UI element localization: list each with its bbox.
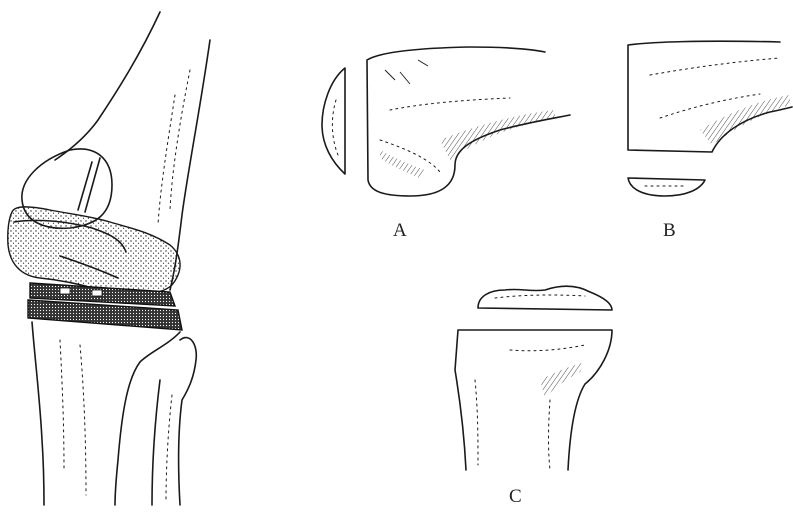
panel-c-illustration	[455, 286, 612, 470]
plateau-fragment-c	[478, 286, 612, 310]
femur-block-a	[367, 47, 570, 196]
panel-a-illustration	[322, 47, 570, 196]
panel-label-a: A	[393, 220, 407, 242]
femur-shaft-front	[55, 12, 160, 160]
panel-b-illustration	[628, 41, 792, 196]
panel-label-c: C	[509, 486, 522, 508]
fragment-b	[628, 178, 705, 196]
tibia-block-c	[455, 330, 612, 470]
fibula	[179, 338, 197, 505]
knee-illustration	[8, 12, 210, 505]
panel-label-b: B	[663, 220, 676, 242]
tibia	[32, 322, 44, 505]
patella-fragment-a	[322, 68, 345, 174]
